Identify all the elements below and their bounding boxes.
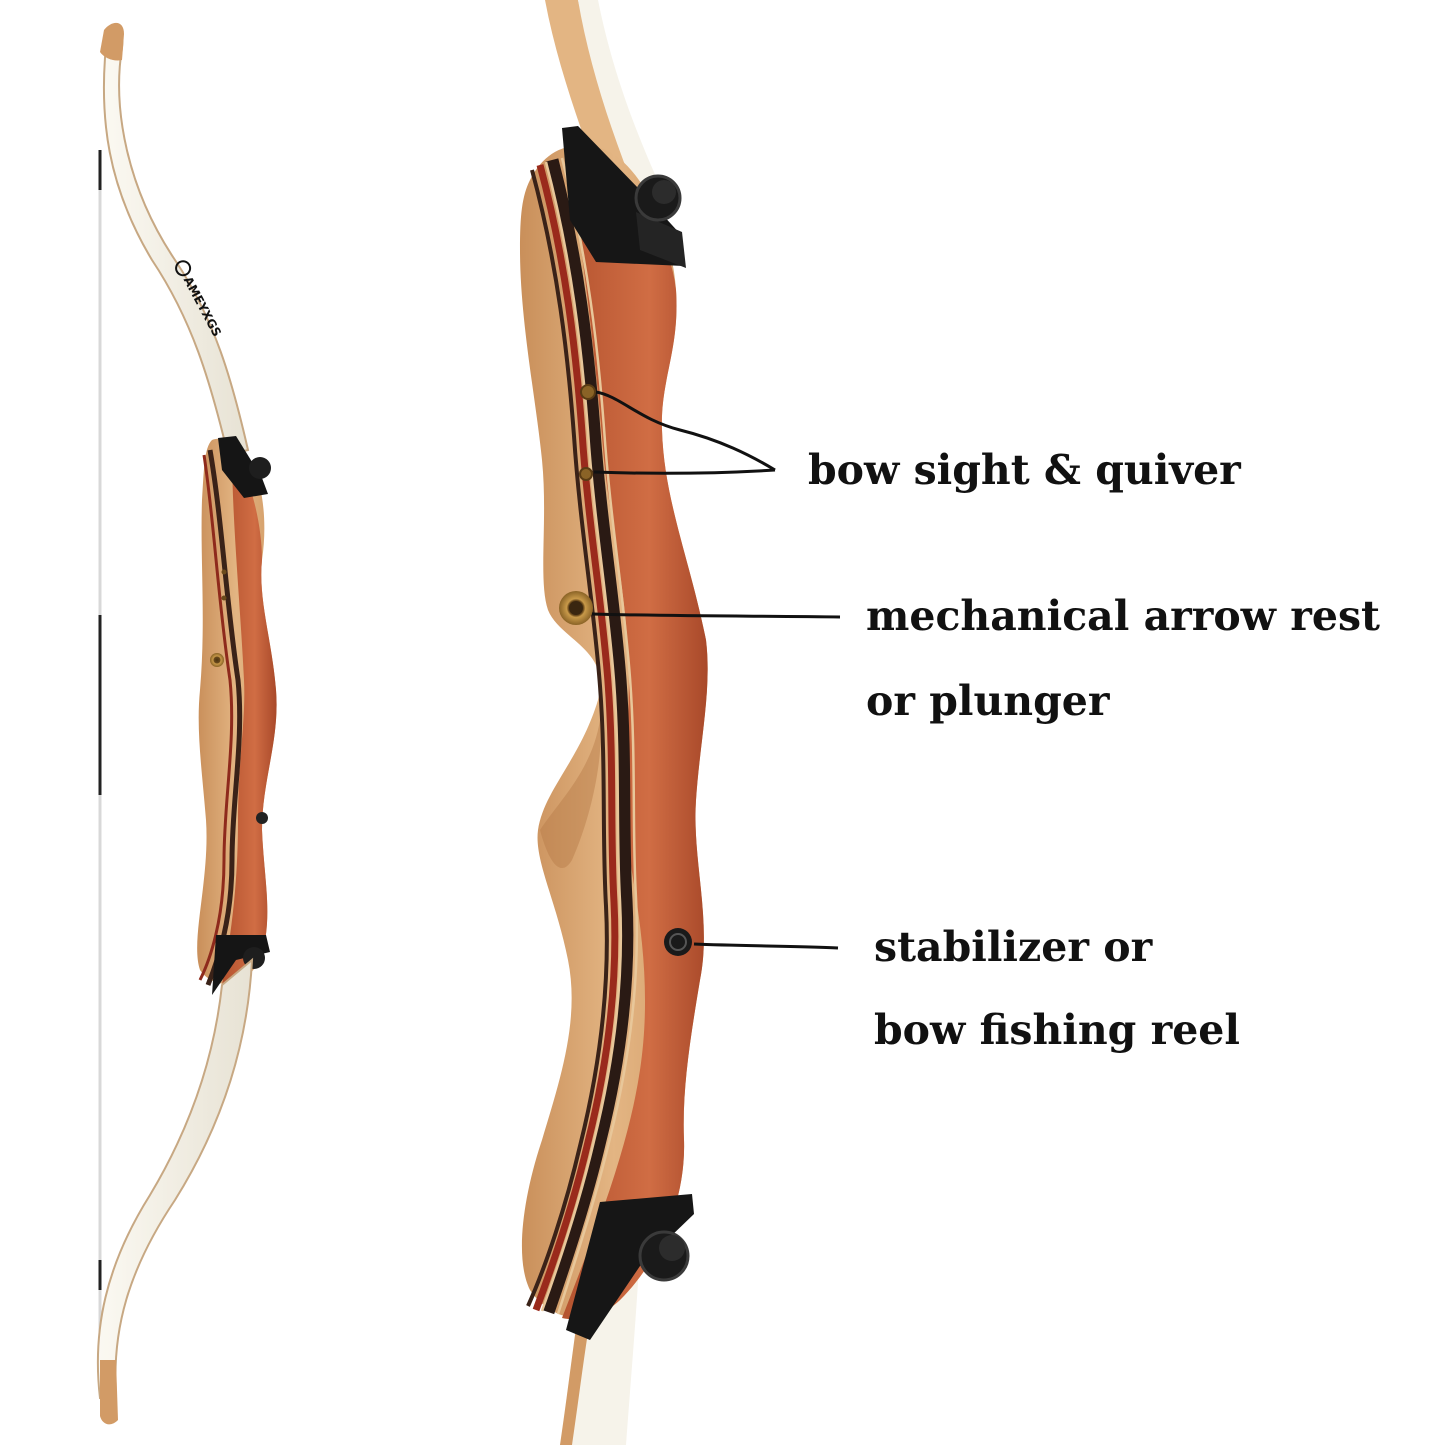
small-upper-limb-bolt [249, 457, 271, 479]
small-upper-limb-pocket [218, 436, 268, 498]
lower-limb-bolt-knob-cap [659, 1235, 685, 1261]
laminate-stripe-dark-2 [526, 169, 609, 1307]
laminate-stripe-dark [541, 158, 634, 1315]
small-riser-laminate-2 [198, 454, 234, 981]
label-stabilizer-line1: stabilizer or [874, 923, 1153, 971]
full-bow-illustration: AMEYXGS [96, 22, 277, 1425]
laminate-stripe-light-1 [540, 161, 623, 1312]
small-riser-red-side [222, 450, 277, 985]
leader-line-sight-top [595, 390, 776, 472]
label-arrow-rest-line2: or plunger [866, 677, 1110, 725]
leader-line-stabilizer [693, 942, 839, 950]
laminate-stripe-light-2 [556, 157, 639, 1315]
small-brass-bushing [210, 653, 224, 667]
label-stabilizer-line2: bow fishing reel [874, 1006, 1240, 1054]
lower-limb-tip [100, 1360, 118, 1425]
lower-limb-pocket [566, 1194, 694, 1340]
upper-limb-tip [100, 22, 124, 61]
leader-lines [591, 390, 841, 950]
sight-mount-hole-bottom [579, 467, 593, 481]
leader-line-rest [591, 612, 841, 619]
riser-closeup [520, 0, 708, 1445]
lower-limb [96, 957, 254, 1400]
upper-limb [102, 25, 250, 457]
grip-shadow [540, 720, 601, 869]
closeup-riser-red-panel [562, 160, 708, 1320]
small-stabilizer-insert [256, 812, 268, 824]
closeup-upper-limb-glass [578, 0, 662, 208]
stabilizer-insert [664, 928, 692, 956]
arrow-rest-bushing-hole [569, 601, 583, 615]
label-arrow-rest-line1: mechanical arrow rest [866, 592, 1380, 640]
stabilizer-insert-thread [669, 933, 687, 951]
sight-mount-hole-top [580, 384, 596, 400]
small-sight-hole-2 [221, 595, 227, 601]
small-sight-hole-1 [221, 569, 227, 575]
upper-limb-pocket-bracket [636, 212, 686, 268]
small-riser-laminate [205, 449, 243, 986]
laminate-stripe-red [532, 164, 619, 1312]
label-bow-sight-quiver: bow sight & quiver [808, 446, 1241, 494]
leader-line-sight-bottom [593, 468, 776, 475]
upper-limb-bolt-knob-cap [652, 180, 676, 204]
